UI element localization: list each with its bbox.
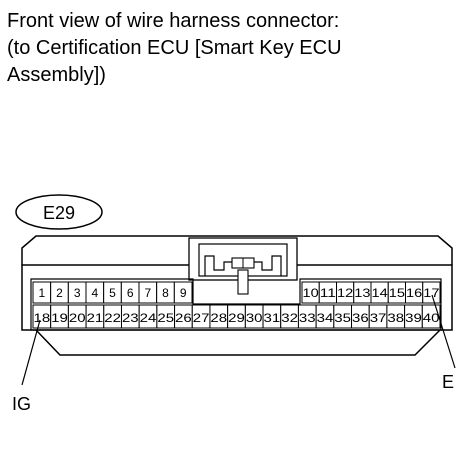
- pin-number-4: 4: [91, 286, 98, 300]
- callout-leader-right: [431, 294, 456, 369]
- pin-number-14: 14: [372, 286, 389, 300]
- pin-number-23: 23: [122, 311, 139, 325]
- pin-number-16: 16: [406, 286, 423, 300]
- pin-number-20: 20: [69, 311, 86, 325]
- pin-cell: [421, 304, 441, 329]
- pin-number-21: 21: [87, 311, 104, 325]
- caption-line-3: Assembly]): [7, 64, 106, 86]
- pin-number-38: 38: [387, 311, 404, 325]
- pin-number-13: 13: [354, 286, 371, 300]
- connector-code-label: E29: [43, 203, 75, 223]
- connector-code-ellipse: [15, 194, 103, 230]
- pin-number-10: 10: [303, 286, 320, 300]
- pin-number-2: 2: [56, 286, 63, 300]
- pin-number-37: 37: [370, 311, 387, 325]
- pin-number-40: 40: [423, 311, 440, 325]
- pin-number-25: 25: [157, 311, 174, 325]
- pin-number-22: 22: [104, 311, 121, 325]
- pin-number-11: 11: [320, 286, 337, 300]
- pin-number-15: 15: [389, 286, 406, 300]
- pin-number-39: 39: [405, 311, 422, 325]
- pin-number-29: 29: [228, 311, 245, 325]
- pin-number-30: 30: [246, 311, 263, 325]
- callout-label-right: E: [442, 372, 454, 392]
- pin-cell: [422, 281, 441, 304]
- pin-number-18: 18: [34, 311, 51, 325]
- pin-number-24: 24: [140, 311, 157, 325]
- pin-number-1: 1: [38, 286, 45, 300]
- pin-field-outline: [30, 278, 442, 331]
- connector-housing-top: [21, 235, 453, 265]
- pin-cell: [173, 281, 193, 304]
- connector-latch: [188, 237, 298, 295]
- pin-number-31: 31: [264, 311, 281, 325]
- pin-number-28: 28: [210, 311, 227, 325]
- pin-number-19: 19: [51, 311, 68, 325]
- pin-number-8: 8: [162, 286, 169, 300]
- pin-number-27: 27: [193, 311, 210, 325]
- caption-line-2: (to Certification ECU [Smart Key ECU: [7, 37, 342, 59]
- callout-label-left: IG: [12, 394, 31, 414]
- pin-number-9: 9: [180, 286, 187, 300]
- pin-number-32: 32: [281, 311, 298, 325]
- callout-leader-left: [21, 319, 41, 386]
- pin-number-33: 33: [299, 311, 316, 325]
- pin-number-12: 12: [337, 286, 354, 300]
- pin-number-26: 26: [175, 311, 192, 325]
- diagram-caption: Front view of wire harness connector: (t…: [7, 8, 342, 89]
- pin-number-3: 3: [74, 286, 81, 300]
- pin-number-35: 35: [334, 311, 351, 325]
- pin-number-17: 17: [423, 286, 440, 300]
- pin-number-36: 36: [352, 311, 369, 325]
- connector-housing-bottom: [35, 329, 441, 356]
- caption-line-1: Front view of wire harness connector:: [7, 10, 340, 32]
- pin-number-7: 7: [144, 286, 151, 300]
- pin-number-5: 5: [109, 286, 116, 300]
- pin-number-34: 34: [317, 311, 334, 325]
- pin-number-6: 6: [127, 286, 134, 300]
